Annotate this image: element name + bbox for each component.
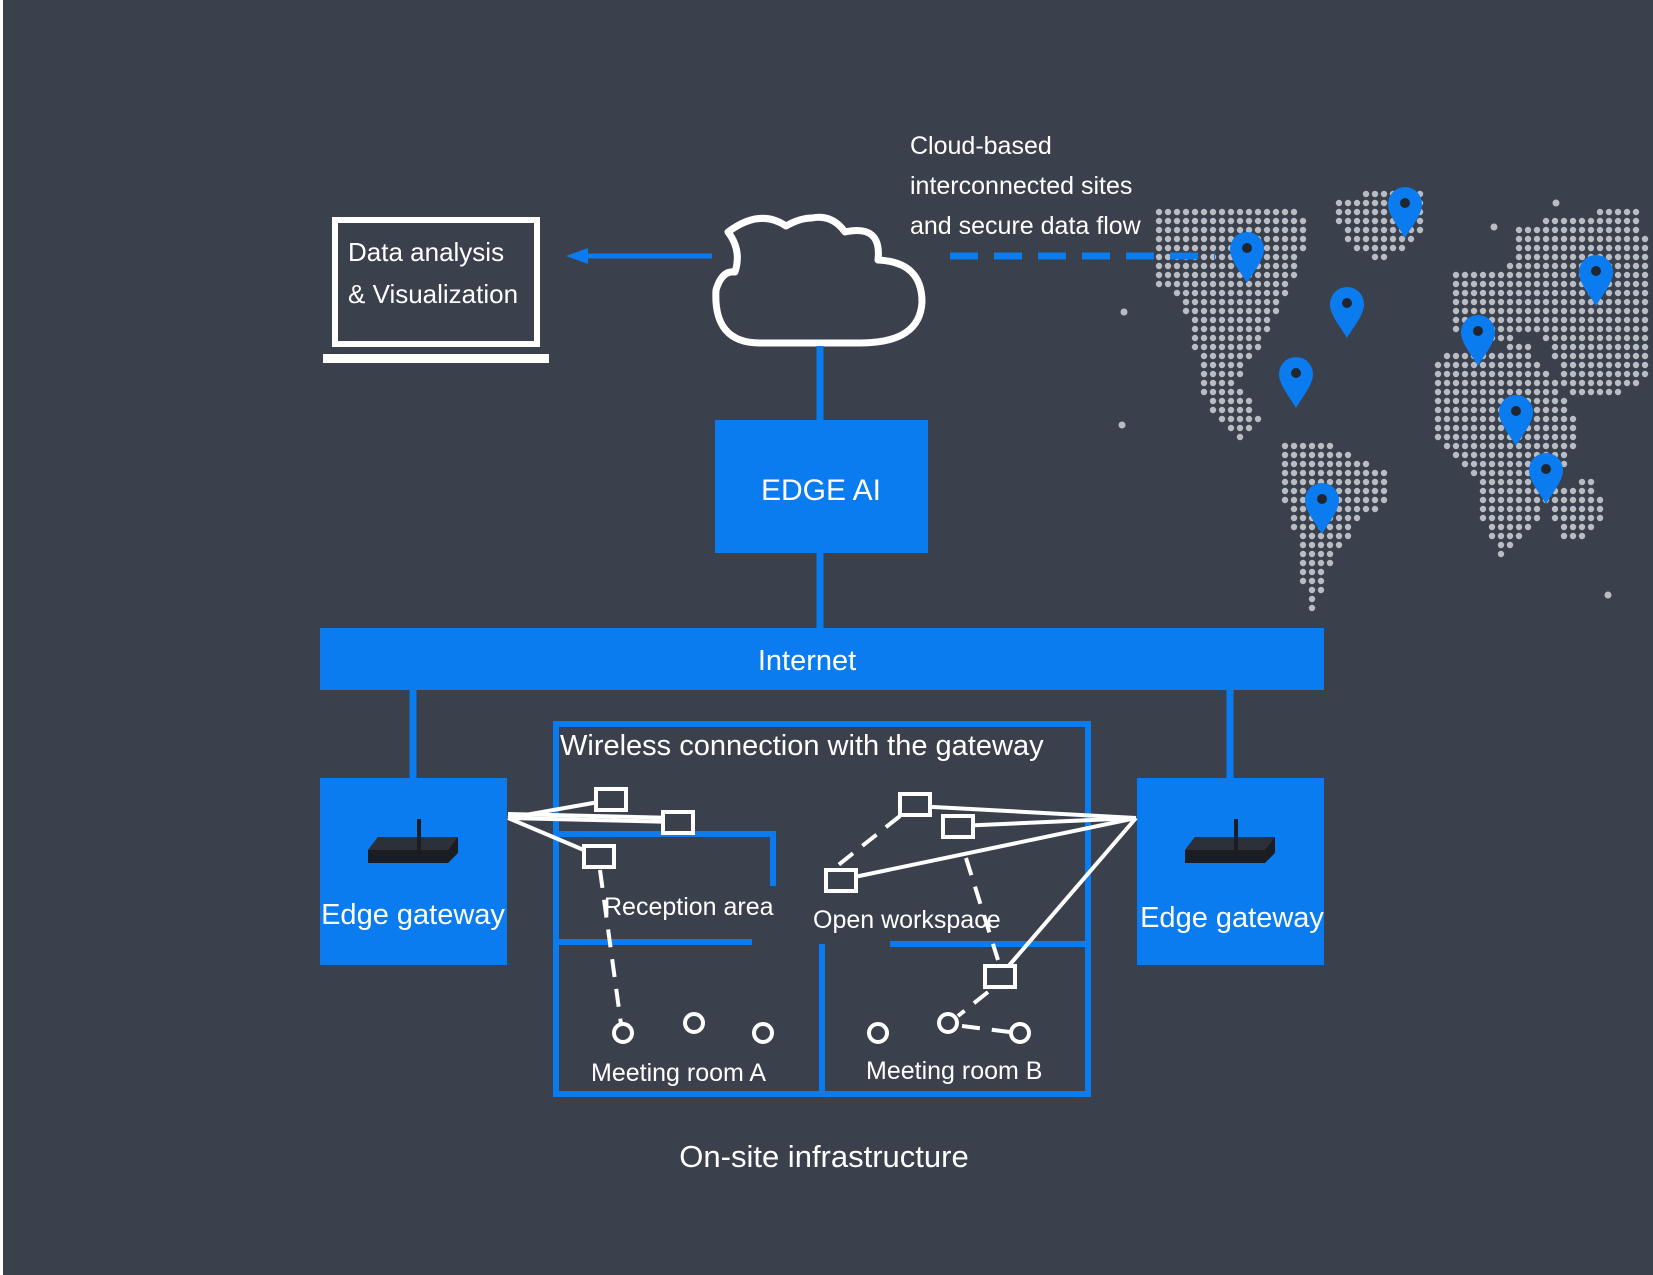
location-pin-icon bbox=[1388, 187, 1422, 238]
sensor-icon bbox=[594, 787, 628, 812]
internet-bar bbox=[320, 628, 1324, 690]
sensor-icon bbox=[683, 1012, 705, 1034]
sensor-icon bbox=[661, 810, 695, 835]
location-pin-icon bbox=[1230, 232, 1264, 283]
sensor-icon bbox=[582, 844, 616, 869]
cloud-caption-line-2: interconnected sites bbox=[910, 172, 1132, 200]
router-icon bbox=[1185, 819, 1275, 863]
location-pin-icon bbox=[1461, 315, 1495, 366]
router-icon bbox=[368, 819, 458, 863]
sensor-icon bbox=[898, 792, 932, 817]
sensor-icon bbox=[1009, 1022, 1031, 1044]
wireless-links bbox=[507, 798, 1138, 978]
cloud-icon bbox=[712, 213, 926, 347]
location-pin-icon bbox=[1279, 357, 1313, 408]
right-gateway-box bbox=[1137, 778, 1324, 965]
right-gateway-label: Edge gateway bbox=[1140, 902, 1324, 934]
reception-area-label: Reception area bbox=[604, 893, 774, 921]
open-workspace-label: Open workspace bbox=[813, 906, 1001, 934]
sensors bbox=[582, 787, 1031, 1044]
left-gateway-label: Edge gateway bbox=[321, 899, 505, 931]
floor-plan bbox=[553, 721, 1091, 1097]
sensor-icon bbox=[752, 1022, 774, 1044]
sensor-icon bbox=[867, 1022, 889, 1044]
wireless-dashed-links bbox=[598, 814, 1011, 1034]
left-gateway-box bbox=[320, 778, 507, 965]
sensor-icon bbox=[941, 814, 975, 839]
sensor-icon bbox=[983, 964, 1017, 989]
laptop-label-line-2: & Visualization bbox=[348, 279, 518, 309]
cloud-caption-line-3: and secure data flow bbox=[910, 212, 1142, 240]
laptop-label-line-1: Data analysis bbox=[348, 237, 504, 267]
location-pin-icon bbox=[1579, 255, 1613, 306]
on-site-infrastructure-label: On-site infrastructure bbox=[679, 1139, 968, 1174]
edge-ai-label: EDGE AI bbox=[761, 474, 881, 507]
wireless-label: Wireless connection with the gateway bbox=[560, 730, 1044, 762]
edge-ai-box bbox=[715, 420, 928, 553]
meeting-room-b-label: Meeting room B bbox=[866, 1057, 1042, 1085]
location-pin-icon bbox=[1330, 287, 1364, 338]
location-pin-icon bbox=[1499, 395, 1533, 446]
cloud-caption-line-1: Cloud-based bbox=[910, 132, 1052, 160]
world-map-icon bbox=[1118, 190, 1649, 612]
sensor-icon bbox=[824, 868, 858, 893]
location-pin-icon bbox=[1305, 483, 1339, 534]
sensor-icon bbox=[612, 1022, 634, 1044]
arrow-head-icon bbox=[566, 248, 588, 264]
internet-label: Internet bbox=[758, 645, 856, 677]
location-pins bbox=[1230, 187, 1613, 534]
laptop-icon bbox=[323, 217, 549, 363]
left-edge-border bbox=[0, 0, 3, 1275]
sensor-icon bbox=[937, 1012, 959, 1034]
location-pin-icon bbox=[1529, 453, 1563, 504]
meeting-room-a-label: Meeting room A bbox=[591, 1059, 766, 1087]
